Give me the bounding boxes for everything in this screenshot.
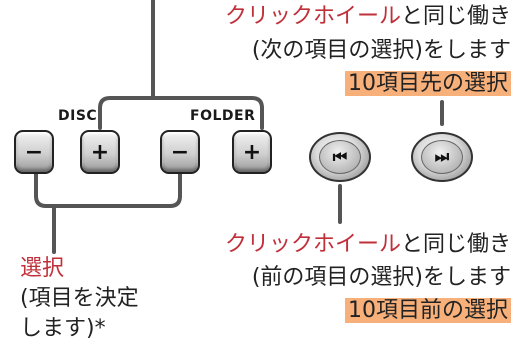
prev-callout-highlight: 10項目前の選択 — [345, 298, 511, 323]
prev-callout-line2: (前の項目の選択)をします — [251, 265, 511, 290]
prev-callout-red: クリックホイール — [224, 232, 401, 257]
skip-forward-button[interactable]: ⏭ — [411, 132, 473, 182]
minus-bracket — [34, 170, 182, 208]
disc-plus-button[interactable]: + — [80, 130, 120, 174]
select-line3: します)* — [20, 316, 106, 341]
select-line2: (項目を決定 — [20, 286, 139, 311]
next-callout-highlight: 10項目先の選択 — [345, 71, 511, 96]
next-callout-red: クリックホイール — [224, 4, 401, 29]
folder-label: FOLDER — [190, 108, 256, 124]
disc-minus-button[interactable]: − — [14, 130, 54, 174]
next-callout-line1: クリックホイールと同じ働き — [225, 4, 511, 30]
next-callout-rest: と同じ働き — [400, 4, 511, 29]
next-callout-highlight-wrap: 10項目先の選択 — [345, 71, 511, 97]
skip-back-button[interactable]: ⏮ — [309, 132, 371, 182]
skip-back-icon: ⏮ — [319, 140, 361, 174]
prev-callout-line1: クリックホイールと同じ働き — [225, 232, 511, 258]
plus-bracket — [98, 96, 264, 130]
disc-label: DISC — [58, 108, 98, 124]
next-callout-line2: (次の項目の選択)をします — [251, 38, 511, 63]
skip-forward-icon: ⏭ — [421, 140, 463, 174]
select-title: 選択 — [20, 256, 65, 281]
prev-callout-highlight-wrap: 10項目前の選択 — [345, 298, 511, 324]
folder-plus-button[interactable]: + — [232, 130, 272, 174]
folder-minus-button[interactable]: − — [160, 130, 200, 174]
prev-callout-rest: と同じ働き — [400, 232, 511, 257]
